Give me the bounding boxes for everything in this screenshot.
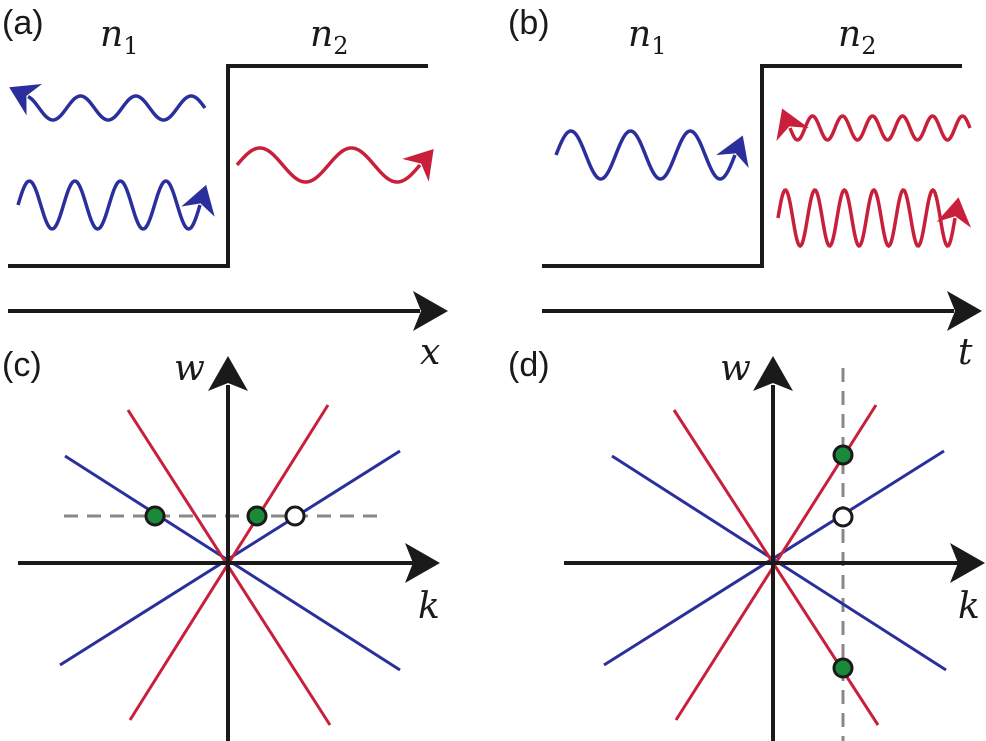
panel-b-forward-wave [776,187,972,249]
panel-a: (a) n1 n2 x [2,4,448,373]
panel-b-medium1-label: n1 [628,14,666,60]
panel-b-index-step [542,64,962,268]
panel-a-x-axis-label: x [420,332,440,373]
panel-c-solution-point [144,505,166,527]
panel-d-k-axis-arrowhead [950,543,985,583]
panel-b-backward-wave [776,108,972,142]
panel-d: (d) w k [508,346,985,741]
panel-d-w-axis-arrowhead [753,356,793,391]
panel-c-w-axis-arrowhead [208,356,248,391]
panel-a-incident-wave [16,179,215,231]
panel-b-label: (b) [508,4,550,42]
panel-a-index-step [8,64,428,268]
panel-c-k-axis-arrowhead [405,543,440,583]
panel-d-solution-point [832,657,854,679]
panel-c-label: (c) [2,346,42,384]
panel-a-reflected-wave [9,84,207,122]
panel-a-medium1-label: n1 [100,14,138,60]
panel-b-incident-wave [554,129,749,181]
panel-b-t-axis-arrowhead [947,291,982,331]
panel-b-t-axis-label: t [958,332,973,373]
panel-c-open-point [284,505,306,527]
panel-a-medium2-label: n2 [310,14,348,60]
panel-d-solution-point [832,444,854,466]
panel-d-k-axis-label: k [958,586,980,627]
panel-b-medium2-label: n2 [838,14,876,60]
panel-d-label: (d) [508,346,550,384]
panel-a-transmitted-wave [235,146,434,184]
panel-c-solution-point [246,505,268,527]
panel-a-label: (a) [2,4,44,42]
panel-a-x-axis-arrowhead [413,291,448,331]
panel-d-w-axis-label: w [720,348,751,389]
panel-d-open-point [832,506,854,528]
panel-c: (c) w k [2,346,440,741]
panel-c-w-axis-label: w [174,348,205,389]
panel-b: (b) n1 n2 t [508,4,982,373]
panel-c-k-axis-label: k [418,586,440,627]
